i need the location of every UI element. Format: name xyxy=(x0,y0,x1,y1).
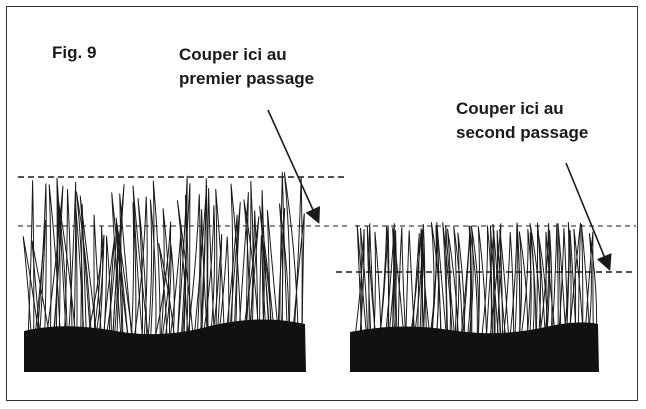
first-cut-label-line1: Couper ici au xyxy=(179,45,287,64)
first-cut-label: Couper ici au premier passage xyxy=(179,43,314,91)
tall-grass-blades xyxy=(22,172,305,336)
second-cut-label-line1: Couper ici au xyxy=(456,99,564,118)
soil-left xyxy=(24,319,306,372)
second-cut-label: Couper ici au second passage xyxy=(456,97,588,145)
first-cut-arrow xyxy=(267,109,321,224)
soil-right xyxy=(350,322,599,372)
first-cut-label-line2: premier passage xyxy=(179,69,315,88)
second-cut-label-line2: second passage xyxy=(456,123,589,142)
figure-title: Fig. 9 xyxy=(52,43,97,62)
figure-frame xyxy=(6,6,638,401)
second-cut-arrow xyxy=(565,162,612,271)
short-grass-blades xyxy=(354,221,598,335)
